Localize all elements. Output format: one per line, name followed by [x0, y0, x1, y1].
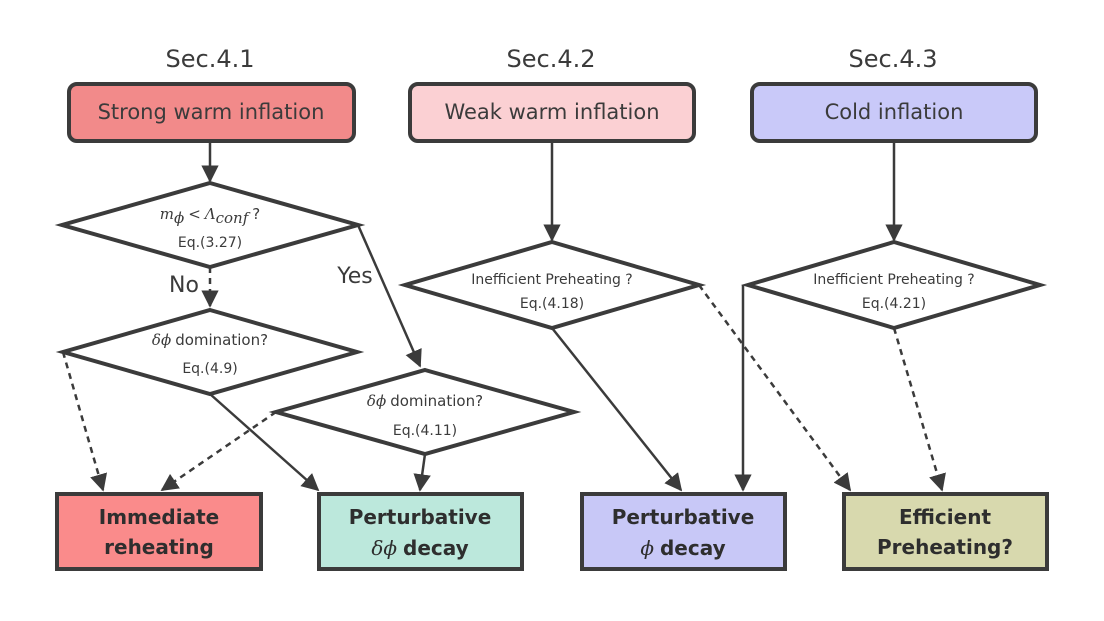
section-header-4-3: Sec.4.3 — [849, 45, 938, 73]
decision-mass-vs-lambda-eq: Eq.(3.27) — [178, 235, 242, 251]
decision-inefficient-preheating-4-18-condition: Inefficient Preheating ? — [471, 272, 633, 288]
decision-inefficient-preheating-4-21-condition: Inefficient Preheating ? — [813, 272, 975, 288]
edge-d5-to-efficient — [892, 327, 946, 492]
edge-d4-to-efficient — [697, 284, 852, 492]
edge-d2-to-perturbative-dphi — [209, 393, 320, 492]
decision-inefficient-preheating-4-21: Inefficient Preheating ? Eq.(4.21) — [740, 239, 1048, 331]
box-cold-inflation: Cold inflation — [750, 82, 1038, 143]
edge-label-no: No — [169, 273, 199, 298]
edge-d2-to-immediate — [61, 351, 108, 492]
result-perturbative-phi-decay-line1: Perturbative — [612, 505, 755, 529]
decision-inefficient-preheating-4-21-eq: Eq.(4.21) — [862, 296, 926, 312]
box-strong-warm-inflation-label: Strong warm inflation — [98, 100, 325, 124]
edge-d3-to-immediate — [160, 410, 277, 492]
edge-label-yes: Yes — [336, 264, 373, 289]
box-weak-warm-inflation-label: Weak warm inflation — [444, 100, 659, 124]
section-header-4-1: Sec.4.1 — [166, 45, 255, 73]
section-header-4-2: Sec.4.2 — [507, 45, 596, 73]
decision-inefficient-preheating-4-18: Inefficient Preheating ? Eq.(4.18) — [397, 239, 707, 331]
box-strong-warm-inflation: Strong warm inflation — [67, 82, 356, 143]
result-efficient-preheating: Efficient Preheating? — [842, 492, 1049, 571]
decision-dphi-domination-4-9-eq: Eq.(4.9) — [182, 361, 237, 377]
box-weak-warm-inflation: Weak warm inflation — [408, 82, 696, 143]
result-immediate-reheating-line1: Immediate — [99, 505, 219, 529]
decision-mass-vs-lambda: mϕ<Λconf? Eq.(3.27) — [54, 180, 366, 270]
edges-solid — [201, 143, 903, 492]
decision-inefficient-preheating-4-18-eq: Eq.(4.18) — [520, 296, 584, 312]
edge-d3-to-perturbative-dphi — [413, 453, 431, 492]
result-immediate-reheating-line2: reheating — [104, 535, 214, 559]
edges-dashed — [61, 267, 946, 492]
decision-dphi-domination-4-11-eq: Eq.(4.11) — [393, 423, 457, 439]
edge-d1-yes-to-d3 — [356, 224, 422, 368]
edge-d4-to-perturbative-phi — [551, 327, 683, 492]
result-efficient-preheating-line2: Preheating? — [877, 535, 1013, 559]
result-perturbative-dphi-decay-line1: Perturbative — [349, 505, 492, 529]
result-efficient-preheating-line1: Efficient — [899, 505, 991, 529]
box-cold-inflation-label: Cold inflation — [825, 100, 964, 124]
decision-mass-vs-lambda-condition: mϕ<Λconf? — [160, 205, 261, 227]
result-immediate-reheating: Immediate reheating — [55, 492, 263, 571]
